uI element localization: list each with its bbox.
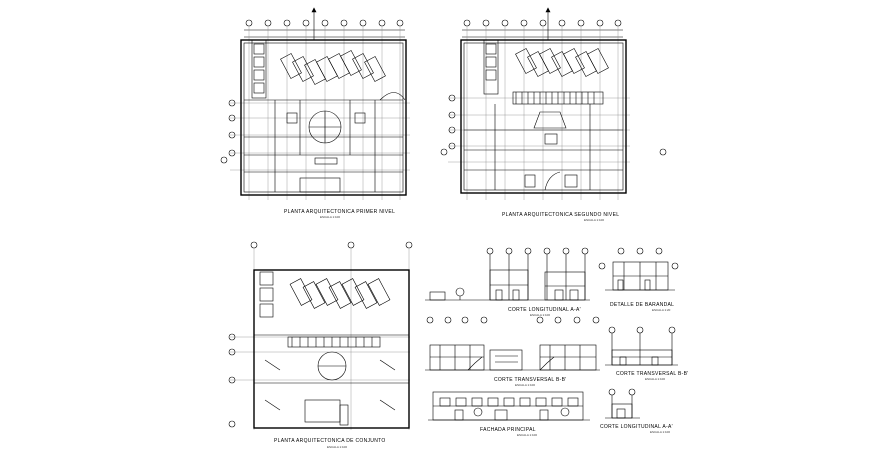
detail-railing: DETALLE DE BARANDAL ESCALA 1:20 [598, 247, 679, 312]
north-arrow-icon [545, 7, 551, 40]
plan-first-level-title: PLANTA ARQUITECTONICA PRIMER NIVEL [284, 209, 395, 215]
plan-second-level-title: PLANTA ARQUITECTONICA SEGUNDO NIVEL [502, 212, 619, 218]
plan-roof-scale: ESCALA 1:100 [327, 445, 347, 449]
section-longitudinal-2: CORTE LONGITUDINAL A-A' ESCALA 1:100 [600, 388, 673, 434]
facade-main: FACHADA PRINCIPAL ESCALA 1:100 [428, 391, 590, 437]
plan-roof: PLANTA ARQUITECTONICA DE CONJUNTO ESCALA… [228, 241, 413, 449]
facade-main-scale: ESCALA 1:100 [517, 433, 537, 437]
section-longitudinal-1: CORTE LONGITUDINAL A-A' ESCALA 1:100 [425, 247, 590, 317]
section-transversal-2-scale: ESCALA 1:100 [645, 377, 665, 381]
plan-second-level: PLANTA ARQUITECTONICA SEGUNDO NIVEL ESCA… [440, 7, 667, 222]
section-transversal-2: CORTE TRANSVERSAL B-B' ESCALA 1:100 [605, 326, 688, 381]
plan-second-level-scale: ESCALA 1:100 [584, 218, 604, 222]
section-longitudinal-1-scale: ESCALA 1:100 [530, 313, 550, 317]
facade-main-title: FACHADA PRINCIPAL [480, 427, 536, 433]
detail-railing-scale: ESCALA 1:20 [652, 308, 671, 312]
section-transversal-1-scale: ESCALA 1:100 [515, 383, 535, 387]
section-longitudinal-2-scale: ESCALA 1:100 [650, 430, 670, 434]
north-arrow-icon [311, 7, 317, 40]
section-transversal-2-title: CORTE TRANSVERSAL B-B' [616, 371, 688, 377]
section-longitudinal-1-title: CORTE LONGITUDINAL A-A' [508, 307, 581, 313]
plan-roof-title: PLANTA ARQUITECTONICA DE CONJUNTO [274, 438, 386, 444]
section-transversal-1-title: CORTE TRANSVERSAL B-B' [494, 377, 566, 383]
plan-first-level: PLANTA ARQUITECTONICA PRIMER NIVEL ESCAL… [220, 7, 410, 219]
detail-railing-title: DETALLE DE BARANDAL [610, 302, 674, 308]
section-longitudinal-2-title: CORTE LONGITUDINAL A-A' [600, 424, 673, 430]
plan-first-level-scale: ESCALA 1:100 [320, 215, 340, 219]
section-transversal-1: CORTE TRANSVERSAL B-B' ESCALA 1:100 [425, 316, 600, 387]
